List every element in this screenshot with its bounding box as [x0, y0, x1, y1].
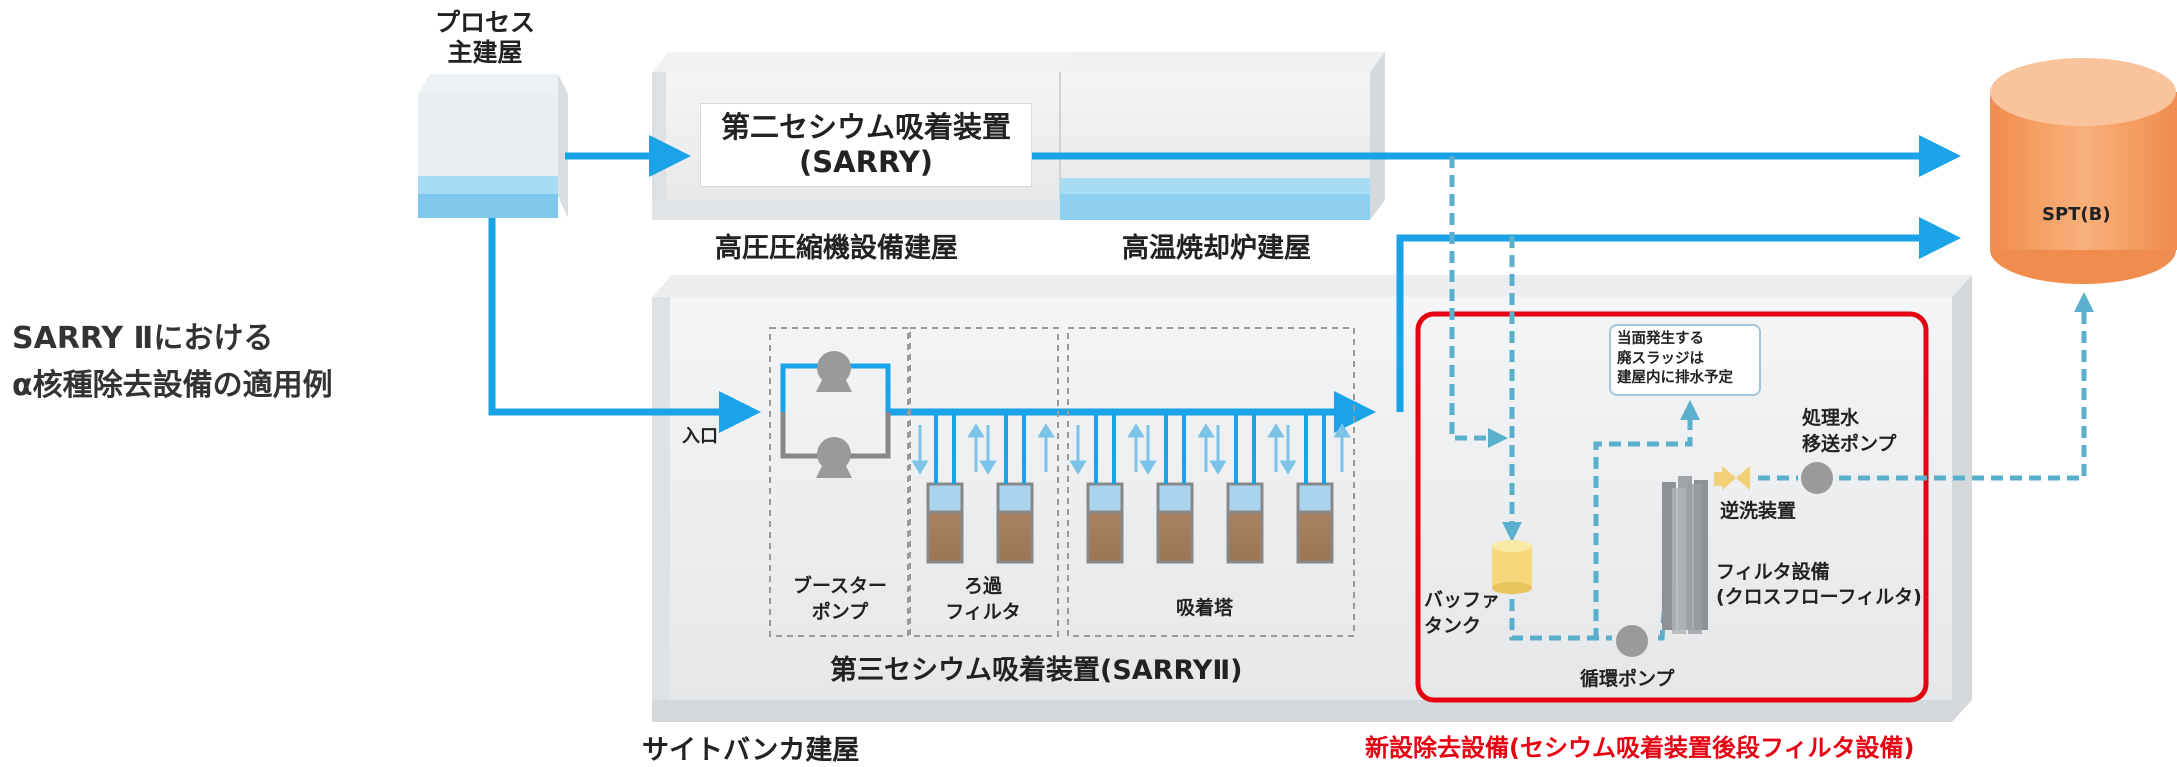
twp-line2: 移送ポンプ: [1802, 432, 1897, 455]
buffer-tank: [1492, 540, 1532, 594]
process-building: [418, 74, 568, 218]
booster-line2: ポンプ: [811, 600, 869, 623]
bt-line1: バッファ: [1424, 589, 1501, 611]
buffer-tank-label: バッファ タンク: [1424, 588, 1500, 639]
sarry-box: 第二セシウム吸着装置 (SARRY): [700, 103, 1032, 187]
site-bunker-label: サイトバンカ建屋: [642, 735, 860, 766]
vessel-pipes: [934, 414, 1326, 484]
adsorption-tower-label: 吸着塔: [1176, 597, 1234, 619]
filter-equipment-label: フィルタ設備 (クロスフローフィルタ): [1716, 560, 1922, 609]
new-facility-highlight: [1415, 311, 1929, 703]
flow-direction-arrows: [911, 423, 1351, 475]
circulation-pump-icon: [1616, 625, 1648, 657]
spt-label: SPT(B): [2042, 204, 2111, 225]
filter-line1: ろ過: [963, 575, 1002, 597]
process-line2: 主建屋: [447, 38, 523, 67]
booster-pump-loop: [780, 351, 891, 478]
side-title: SARRY Ⅱにおける α核種除去設備の適用例: [12, 316, 333, 409]
spt-tank: [1990, 58, 2177, 284]
twp-line1: 処理水: [1802, 407, 1860, 429]
sarry-line1: 第二セシウム吸着装置: [720, 110, 1011, 145]
fe-line1: フィルタ設備: [1716, 561, 1830, 583]
filter-line2: フィルタ: [945, 600, 1021, 623]
note-line2: 廃スラッジは: [1617, 350, 1704, 367]
high-pressure-building-label: 高圧圧縮機設備建屋: [715, 233, 958, 264]
circulation-pump-label: 循環ポンプ: [1580, 668, 1675, 690]
filter-label: ろ過 フィルタ: [912, 574, 1054, 625]
note-line3: 建屋内に排水予定: [1617, 370, 1733, 387]
inlet-label: 入口: [682, 426, 718, 447]
sarry2-label: 第三セシウム吸着装置(SARRYⅡ): [830, 655, 1243, 686]
booster-pump-label: ブースター ポンプ: [776, 574, 904, 625]
main-flow-lines: [488, 135, 1961, 433]
side-title-line1: SARRY Ⅱにおける: [12, 321, 274, 356]
filter-equipment: [1662, 476, 1708, 634]
backwash-device: [1714, 466, 1750, 490]
process-line1: プロセス: [435, 8, 536, 37]
bt-line2: タンク: [1424, 614, 1482, 637]
booster-line1: ブースター: [792, 575, 888, 597]
treated-water-pump-icon: [1801, 462, 1833, 494]
backwash-label: 逆洗装置: [1720, 500, 1797, 522]
process-building-label: プロセス 主建屋: [435, 8, 535, 68]
note-line1: 当面発生する: [1617, 331, 1704, 347]
sarry2-sections: [769, 327, 1355, 637]
sarry-line2: (SARRY): [799, 145, 933, 179]
fe-line2: (クロスフローフィルタ): [1716, 585, 1922, 608]
side-title-line2: α核種除去設備の適用例: [12, 367, 333, 403]
new-facility-caption: 新設除去設備(セシウム吸着装置後段フィルタ設備): [1365, 734, 1915, 762]
vessels: [926, 482, 1334, 564]
incinerator-building-label: 高温焼却炉建屋: [1122, 233, 1311, 264]
new-facility-dashed-lines: [1449, 156, 2094, 641]
sludge-note: 当面発生する 廃スラッジは 建屋内に排水予定: [1609, 324, 1761, 396]
treated-water-pump-label: 処理水 移送ポンプ: [1802, 406, 1896, 457]
